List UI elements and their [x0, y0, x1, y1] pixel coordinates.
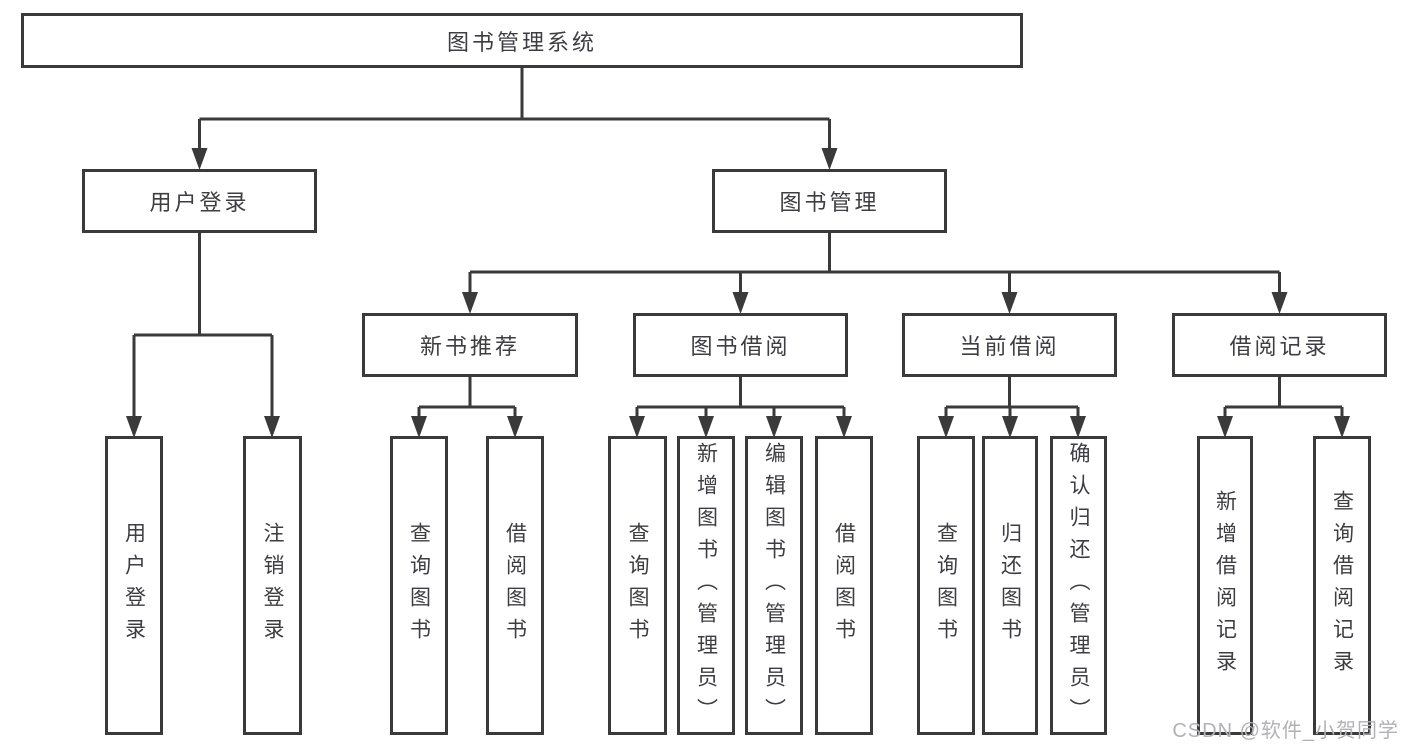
arrowheads — [126, 148, 1350, 438]
arrowhead-icon — [1334, 416, 1350, 438]
node-label: 查询图书 — [407, 521, 431, 650]
node-label: 借阅图书 — [832, 521, 856, 650]
arrowhead-icon — [1002, 416, 1018, 438]
arrowhead-icon — [1271, 292, 1288, 314]
node-library-management-system: 图书管理系统 — [21, 13, 1023, 68]
arrowhead-icon — [191, 148, 208, 170]
node-label: 当前借阅 — [959, 334, 1060, 359]
leaf-add-books-admin: 新增图书（管理员） — [677, 436, 735, 735]
arrowhead-icon — [126, 416, 142, 438]
watermark-text: CSDN @软件_小贺同学 — [1172, 720, 1399, 742]
node-label: 归还图书 — [998, 521, 1022, 650]
leaf-logout: 注销登录 — [243, 436, 302, 735]
node-label: 用户登录 — [149, 190, 250, 215]
arrowhead-icon — [698, 416, 714, 438]
leaf-user-login: 用户登录 — [105, 436, 163, 735]
leaf-query-borrow-record: 查询借阅记录 — [1313, 436, 1371, 735]
node-label: 借阅图书 — [503, 521, 527, 650]
node-current-borrow: 当前借阅 — [902, 313, 1117, 377]
node-label: 查询借阅记录 — [1330, 489, 1354, 682]
node-label: 图书管理 — [779, 190, 880, 215]
leaf-edit-books-admin: 编辑图书（管理员） — [745, 436, 803, 735]
node-label: 编辑图书（管理员） — [762, 441, 786, 730]
arrowhead-icon — [938, 416, 954, 438]
tree-connector-paths — [132, 66, 1344, 418]
leaf-query-books-recommend: 查询图书 — [390, 436, 448, 735]
node-label: 借阅记录 — [1229, 334, 1330, 359]
node-label: 确认归还（管理员） — [1067, 441, 1090, 730]
leaf-borrow-books: 借阅图书 — [815, 436, 873, 735]
node-borrow-records: 借阅记录 — [1172, 313, 1387, 377]
node-label: 新增图书（管理员） — [694, 441, 718, 730]
arrowhead-icon — [629, 416, 645, 438]
arrowhead-icon — [507, 416, 523, 438]
node-label: 查询图书 — [626, 521, 649, 650]
leaf-add-borrow-record: 新增借阅记录 — [1197, 436, 1253, 735]
arrowhead-icon — [462, 292, 478, 314]
node-label: 新增借阅记录 — [1213, 489, 1237, 682]
arrowhead-icon — [766, 416, 782, 438]
node-book-borrow: 图书借阅 — [633, 313, 848, 377]
arrowhead-icon — [1217, 416, 1233, 438]
node-user-login: 用户登录 — [82, 169, 317, 233]
arrowhead-icon — [1001, 292, 1018, 314]
node-new-book-recommend: 新书推荐 — [362, 313, 578, 377]
node-book-management: 图书管理 — [712, 169, 947, 233]
node-label: 新书推荐 — [419, 334, 520, 359]
arrowhead-icon — [264, 416, 280, 438]
leaf-return-books: 归还图书 — [982, 436, 1038, 735]
leaf-borrow-books-recommend: 借阅图书 — [486, 436, 544, 735]
leaf-query-books-current: 查询图书 — [917, 436, 975, 735]
leaf-query-books-borrow: 查询图书 — [608, 436, 667, 735]
leaf-confirm-return-admin: 确认归还（管理员） — [1050, 436, 1107, 735]
arrowhead-icon — [836, 416, 852, 438]
node-label: 图书管理系统 — [446, 29, 597, 55]
arrowhead-icon — [821, 148, 838, 170]
node-label: 注销登录 — [261, 521, 284, 650]
arrowhead-icon — [1070, 416, 1086, 438]
arrowhead-icon — [411, 416, 427, 438]
arrowhead-icon — [732, 292, 749, 314]
node-label: 查询图书 — [934, 521, 958, 650]
node-label: 用户登录 — [122, 521, 146, 650]
node-label: 图书借阅 — [690, 334, 791, 359]
